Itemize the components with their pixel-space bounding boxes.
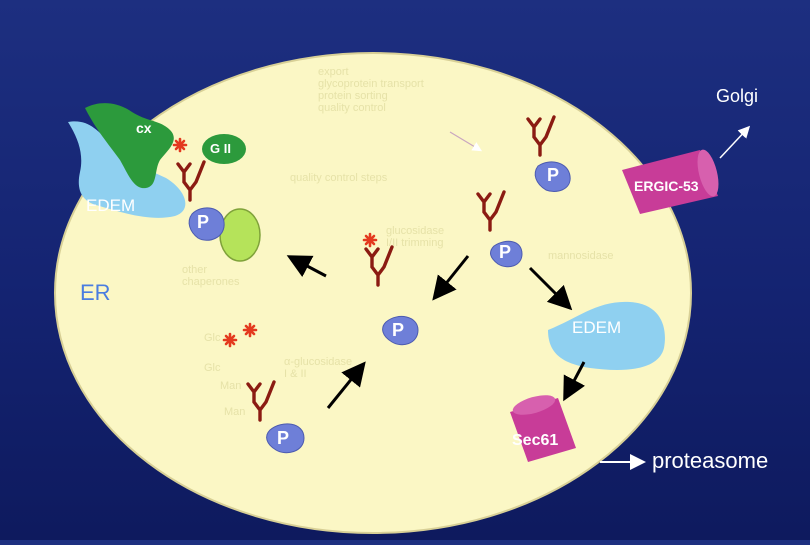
sec61-label: Sec61 <box>512 432 559 449</box>
man-label-b: Man <box>224 406 246 418</box>
ergic53-label: ERGIC-53 <box>634 178 699 194</box>
arrow-from-bottom <box>326 361 366 409</box>
protein-1 <box>188 207 225 241</box>
glucose-4 <box>242 322 258 338</box>
arrow-to-mid <box>432 255 470 301</box>
golgi-label: Golgi <box>716 86 759 106</box>
protein-label-4: P <box>392 320 405 340</box>
protein-label-3: P <box>499 242 512 262</box>
glucose-2 <box>362 232 378 248</box>
protein-4 <box>382 315 419 346</box>
ergic53-cap <box>697 149 719 197</box>
proteasome-label: proteasome <box>652 448 769 473</box>
edem-right-shape <box>548 301 665 370</box>
faint-arrow <box>449 131 483 152</box>
man-label-a: Man <box>220 380 242 392</box>
edem-right-label: EDEM <box>572 318 622 337</box>
glucosidase-mid-text: glucosidase I/II trimming <box>386 225 445 249</box>
cx-label: cx <box>136 120 152 136</box>
glc-label-a: Glc <box>204 332 221 344</box>
protein-3 <box>490 240 523 268</box>
ergic53-channel <box>622 150 718 214</box>
other-chaperones-text: other chaperones <box>182 264 240 288</box>
arrow-to-chaperones <box>286 255 327 278</box>
protein-label-2: P <box>547 165 560 185</box>
edem-top-label: EDEM <box>86 196 136 215</box>
arrow-to-golgi <box>719 125 751 159</box>
chaperone-shape <box>219 208 261 262</box>
protein-5 <box>266 423 305 454</box>
export-text: export glycoprotein transport protein so… <box>318 66 424 114</box>
mannosidase-text: mannosidase <box>548 250 614 262</box>
protein-label-5: P <box>277 428 290 448</box>
glucose-1 <box>172 137 188 153</box>
er-label: ER <box>80 280 111 305</box>
calnexin-shape <box>85 103 174 189</box>
glucosidase-low-text: α-glucosidase I & II <box>284 356 353 380</box>
glucose-3 <box>222 332 238 348</box>
glucosidase-ii-shape <box>202 134 246 164</box>
gii-label: G II <box>210 141 231 156</box>
center-faint-text: quality control steps <box>290 172 388 184</box>
arrow-to-edem <box>528 266 573 311</box>
glc-label-b: Glc <box>204 362 221 374</box>
sec61-cap <box>512 395 556 415</box>
protein-2 <box>534 161 571 192</box>
protein-label-1: P <box>197 212 210 232</box>
arrow-to-sec61 <box>563 361 586 402</box>
